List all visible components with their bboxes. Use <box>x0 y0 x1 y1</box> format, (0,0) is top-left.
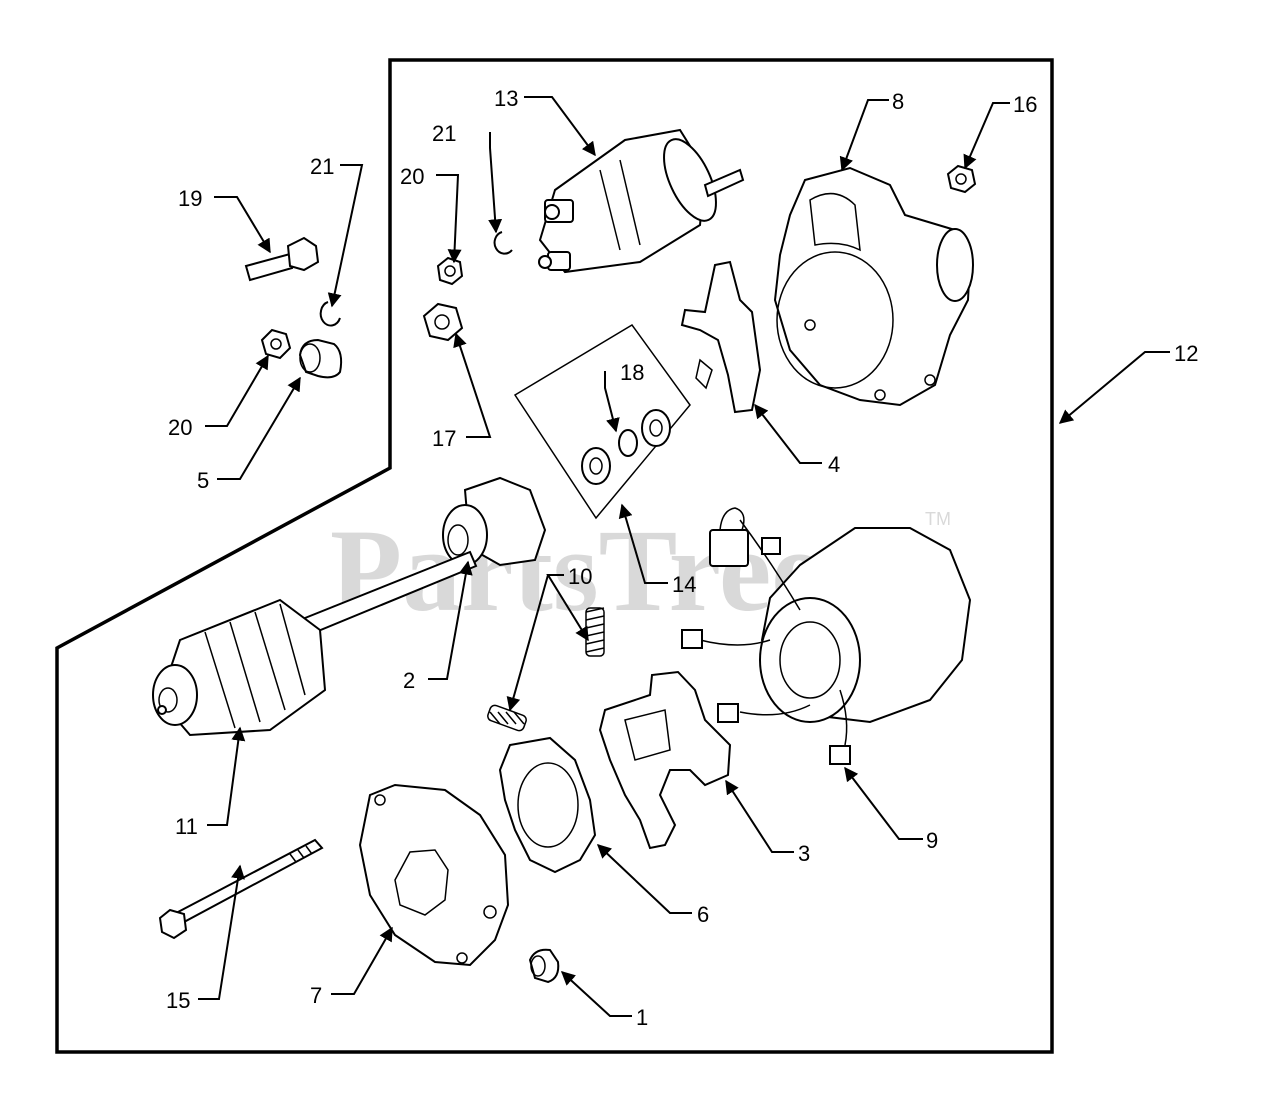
callout-15[interactable]: 15 <box>166 988 190 1013</box>
brush-plate[interactable] <box>498 736 597 874</box>
pinion-clutch[interactable] <box>442 476 547 567</box>
bolt-19[interactable] <box>244 236 320 282</box>
callout-14[interactable]: 14 <box>672 572 696 597</box>
callout-3[interactable]: 3 <box>798 841 810 866</box>
callout-19[interactable]: 19 <box>178 186 202 211</box>
callout-2[interactable]: 2 <box>403 668 415 693</box>
bearing-kit[interactable] <box>513 324 691 520</box>
brush-holder[interactable] <box>598 670 732 850</box>
lock-washer-21-upper[interactable] <box>493 231 513 255</box>
shift-lever[interactable] <box>680 260 762 414</box>
callout-4[interactable]: 4 <box>828 452 840 477</box>
nut-16[interactable] <box>946 164 977 194</box>
callout-18[interactable]: 18 <box>620 360 644 385</box>
callout-16[interactable]: 16 <box>1013 92 1037 117</box>
callout-7[interactable]: 7 <box>310 983 322 1008</box>
callout-8[interactable]: 8 <box>892 89 904 114</box>
cap[interactable] <box>298 338 343 379</box>
callout-13[interactable]: 13 <box>494 86 518 111</box>
callout-10[interactable]: 10 <box>568 564 592 589</box>
callout-5[interactable]: 5 <box>197 468 209 493</box>
nut-17[interactable] <box>422 302 464 342</box>
callout-21-upper[interactable]: 21 <box>432 121 456 146</box>
assembly-frame <box>55 58 1054 1054</box>
drive-housing[interactable] <box>773 166 974 407</box>
watermark-trademark: TM <box>925 509 951 529</box>
callout-6[interactable]: 6 <box>697 902 709 927</box>
nut-20-left[interactable] <box>260 328 292 360</box>
callout-labels: 13 21 8 16 21 19 20 12 18 20 17 4 5 10 1… <box>166 86 1198 1030</box>
lock-washer-21-left[interactable] <box>319 301 341 327</box>
plug[interactable] <box>528 948 560 984</box>
callout-9[interactable]: 9 <box>926 828 938 853</box>
callout-21-left[interactable]: 21 <box>310 154 334 179</box>
callout-11[interactable]: 11 <box>175 814 198 839</box>
brush-spring-lower[interactable] <box>486 704 527 732</box>
rear-end-cover[interactable] <box>358 783 510 967</box>
callout-12[interactable]: 12 <box>1174 341 1198 366</box>
armature[interactable] <box>152 550 478 737</box>
callout-17[interactable]: 17 <box>432 426 456 451</box>
through-bolt[interactable] <box>158 838 324 940</box>
leader-lines <box>198 96 1170 1017</box>
watermark: PartsTree <box>330 505 824 636</box>
callout-1[interactable]: 1 <box>636 1005 648 1030</box>
nut-20-upper[interactable] <box>436 256 464 286</box>
callout-20-left[interactable]: 20 <box>168 415 192 440</box>
callout-20-upper[interactable]: 20 <box>400 164 424 189</box>
yoke-field-coil[interactable] <box>681 507 972 765</box>
solenoid[interactable] <box>538 128 745 274</box>
